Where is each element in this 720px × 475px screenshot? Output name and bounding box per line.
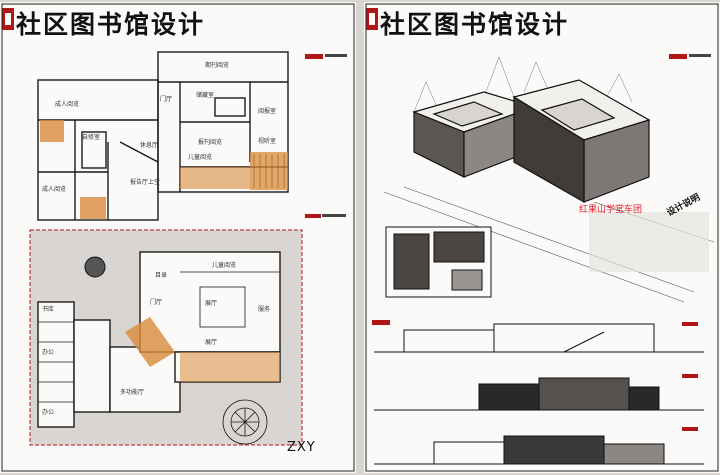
building-perspective bbox=[412, 79, 651, 204]
elevation-3 bbox=[374, 435, 704, 465]
elevation-2 bbox=[374, 377, 704, 411]
room-label: 展厅 bbox=[205, 339, 218, 346]
room-label: 服务 bbox=[258, 306, 271, 313]
room-label: 门厅 bbox=[160, 96, 173, 103]
room-label: 儿童阅览 bbox=[188, 154, 213, 161]
title-logo-icon bbox=[366, 8, 378, 30]
floor-plans-drawing bbox=[1, 3, 355, 472]
left-board: 社区图书馆设计 bbox=[0, 2, 356, 473]
room-label: 儿童阅览 bbox=[212, 262, 237, 269]
tree-canopy-icon bbox=[222, 399, 268, 445]
room-label: 成人阅览 bbox=[42, 186, 67, 193]
room-label: 成人阅览 bbox=[55, 101, 80, 108]
right-board: 社区图书馆设计 bbox=[364, 2, 720, 473]
room-label: 办公 bbox=[42, 349, 55, 356]
perspective-and-sections-drawing bbox=[365, 3, 719, 472]
board-title-right: 社区图书馆设计 bbox=[380, 10, 570, 39]
room-label: 休息厅 bbox=[140, 142, 159, 149]
room-label: 阅报室 bbox=[258, 108, 277, 115]
room-label: 报刊阅览 bbox=[198, 139, 223, 146]
author-signature: ZXY bbox=[287, 440, 316, 455]
watermark-text: 红果山学堂车团 bbox=[579, 205, 643, 215]
room-label: 报告厅上空 bbox=[130, 179, 161, 186]
room-label: 展厅 bbox=[205, 300, 218, 307]
room-label: 办公 bbox=[42, 409, 55, 416]
room-label: 目录 bbox=[155, 272, 168, 279]
room-label: 门厅 bbox=[150, 299, 163, 306]
room-label: 储藏室 bbox=[196, 92, 215, 99]
room-label: 视听室 bbox=[258, 138, 277, 145]
elevation-1 bbox=[374, 323, 704, 353]
room-label: 自修室 bbox=[82, 134, 101, 141]
scale-marker-icon bbox=[305, 54, 323, 59]
site-plan bbox=[385, 226, 492, 298]
title-logo-icon bbox=[2, 8, 14, 30]
room-label: 书库 bbox=[42, 306, 55, 313]
board-title-left: 社区图书馆设计 bbox=[16, 10, 206, 39]
upper-floor-plan bbox=[37, 51, 289, 221]
room-label: 多功能厅 bbox=[120, 389, 145, 396]
room-label: 期刊阅览 bbox=[205, 62, 230, 69]
